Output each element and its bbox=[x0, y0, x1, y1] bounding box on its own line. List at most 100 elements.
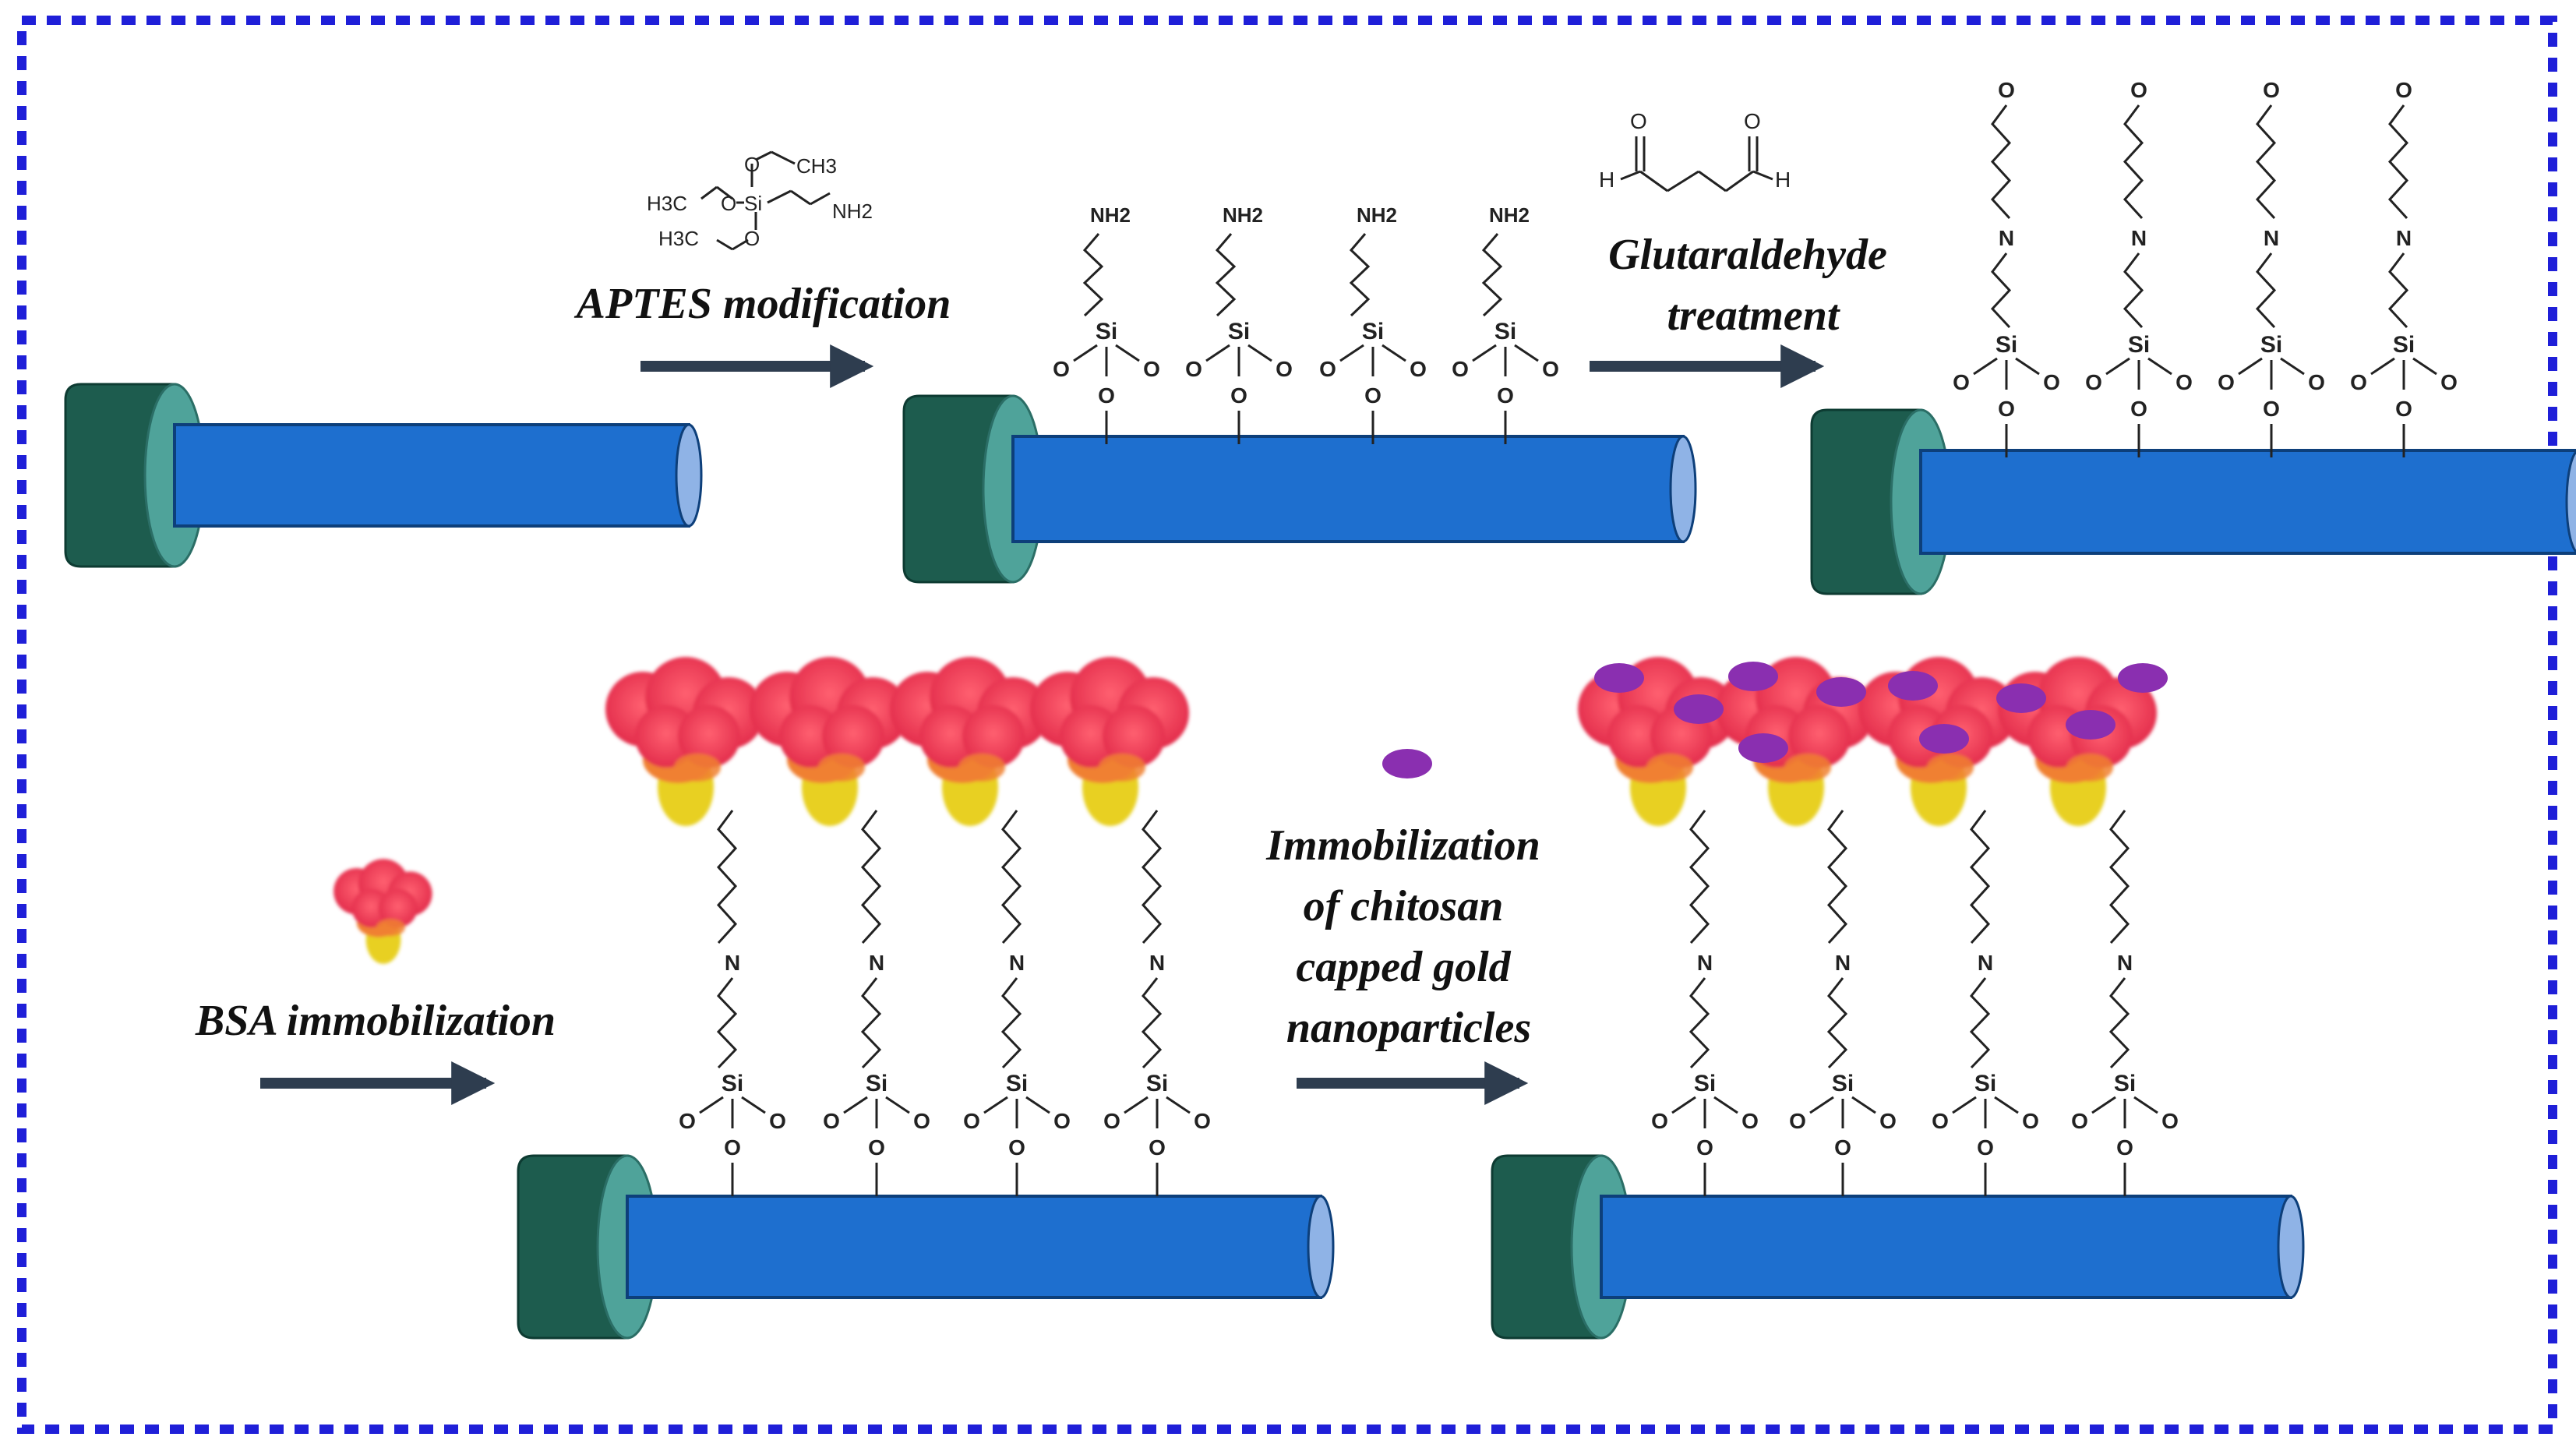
glut-atom-h-left: H bbox=[1599, 168, 1614, 192]
fiber-glutaraldehyde bbox=[1810, 408, 2576, 595]
atom-o: O bbox=[1410, 357, 1427, 381]
fiber-end bbox=[1669, 435, 1697, 543]
bond-line bbox=[1713, 1096, 1738, 1114]
alkyl-chain bbox=[2123, 104, 2144, 220]
bsa-lobe-orange bbox=[1099, 754, 1145, 782]
atom-o: O bbox=[2395, 78, 2412, 102]
alkyl-chain bbox=[2255, 104, 2277, 220]
aptes-atom-h3c-left: H3C bbox=[647, 192, 687, 215]
bsa-protein bbox=[890, 657, 1049, 826]
atom-n: N bbox=[869, 951, 884, 975]
atom-n: N bbox=[1149, 951, 1165, 975]
alkyl-chain bbox=[1000, 977, 1022, 1069]
atom-n: N bbox=[2396, 226, 2412, 250]
fiber-end bbox=[2565, 450, 2576, 553]
fiber-connector-dark bbox=[64, 383, 176, 568]
aptes-atom-o-bottom: O bbox=[744, 227, 760, 250]
bond-line bbox=[1073, 344, 1098, 362]
bond-line bbox=[2105, 357, 2130, 376]
atom-o: O bbox=[1542, 357, 1559, 381]
glutaraldehyde-molecule: O O H H bbox=[1599, 109, 1791, 192]
atom-n: N bbox=[2264, 226, 2279, 250]
bsa-lobe-orange bbox=[2066, 754, 2113, 782]
atom-o: O bbox=[1651, 1109, 1668, 1133]
alkyl-chain bbox=[716, 977, 738, 1069]
atom-o: O bbox=[1741, 1109, 1759, 1133]
bsa-lobe-red bbox=[1103, 705, 1165, 768]
bond-line bbox=[1025, 1096, 1050, 1114]
atom-o: O bbox=[1053, 357, 1070, 381]
atom-o: O bbox=[1098, 383, 1115, 408]
bsa-protein bbox=[605, 657, 764, 826]
fiber-body bbox=[1011, 435, 1685, 543]
alkyl-chain bbox=[1990, 104, 2012, 220]
atom-o: O bbox=[1452, 357, 1469, 381]
atom-o: O bbox=[2161, 1109, 2179, 1133]
atom-n: N bbox=[1835, 951, 1851, 975]
alkyl-chain bbox=[1215, 233, 1237, 317]
fiber-end bbox=[1307, 1195, 1335, 1299]
atom-si: Si bbox=[722, 1071, 743, 1096]
atom-si: Si bbox=[2114, 1071, 2136, 1096]
nanoparticle bbox=[1594, 663, 1644, 693]
fiber-bsa bbox=[517, 1154, 1335, 1340]
fiber-body bbox=[1919, 449, 2576, 555]
glut-atom-o-left: O bbox=[1630, 109, 1647, 133]
fiber-connector-dark bbox=[902, 394, 1015, 584]
atom-o: O bbox=[1696, 1135, 1713, 1160]
bsa-protein bbox=[1030, 657, 1189, 826]
atom-n: N bbox=[1978, 951, 1993, 975]
atom-si: Si bbox=[2128, 332, 2150, 358]
atom-n: N bbox=[2131, 226, 2147, 250]
atom-o: O bbox=[1834, 1135, 1851, 1160]
atom-nh2: NH2 bbox=[1090, 203, 1131, 227]
alkyl-chain bbox=[1689, 810, 1710, 944]
atom-o: O bbox=[2071, 1109, 2088, 1133]
alkyl-chain bbox=[2387, 104, 2409, 220]
atom-o: O bbox=[1185, 357, 1202, 381]
bsa-proteins bbox=[605, 657, 2157, 826]
atom-si: Si bbox=[2393, 332, 2415, 358]
bond-line bbox=[2412, 357, 2437, 376]
atom-o: O bbox=[1879, 1109, 1897, 1133]
atom-si: Si bbox=[1228, 319, 1250, 344]
fiber-connector-dark bbox=[517, 1154, 629, 1340]
atom-o: O bbox=[1953, 370, 1970, 394]
nanoparticle-icon bbox=[1382, 749, 1432, 778]
atom-nh2: NH2 bbox=[1223, 203, 1263, 227]
atom-o: O bbox=[913, 1109, 930, 1133]
alkyl-chain bbox=[1990, 252, 2012, 329]
alkyl-chain bbox=[860, 810, 882, 944]
fiber-group bbox=[64, 383, 2576, 1340]
atom-si: Si bbox=[2260, 332, 2282, 358]
aptes-molecule: O CH3 H3C O Si NH2 H3C O bbox=[647, 150, 873, 251]
bond-line bbox=[2238, 357, 2263, 376]
atom-o: O bbox=[2308, 370, 2325, 394]
fiber-end bbox=[2277, 1195, 2305, 1299]
atom-si: Si bbox=[1832, 1071, 1854, 1096]
alkyl-chain bbox=[1141, 977, 1163, 1069]
atom-o: O bbox=[679, 1109, 696, 1133]
bond-line bbox=[1124, 1096, 1149, 1114]
atom-o: O bbox=[2175, 370, 2193, 394]
bond-line bbox=[1809, 1096, 1834, 1114]
atom-o: O bbox=[1364, 383, 1382, 408]
aptes-atom-si: Si bbox=[744, 192, 762, 215]
bsa-protein-icon bbox=[333, 859, 432, 964]
bond-line bbox=[885, 1096, 910, 1114]
alkyl-chain bbox=[716, 810, 738, 944]
bond-line bbox=[1514, 344, 1539, 362]
bond-line bbox=[1247, 344, 1272, 362]
atom-n: N bbox=[2117, 951, 2133, 975]
nanoparticle bbox=[1919, 724, 1969, 754]
atom-o: O bbox=[1194, 1109, 1211, 1133]
bond-line bbox=[741, 1096, 766, 1114]
atom-si: Si bbox=[1096, 319, 1117, 344]
bond-line bbox=[2370, 357, 2395, 376]
